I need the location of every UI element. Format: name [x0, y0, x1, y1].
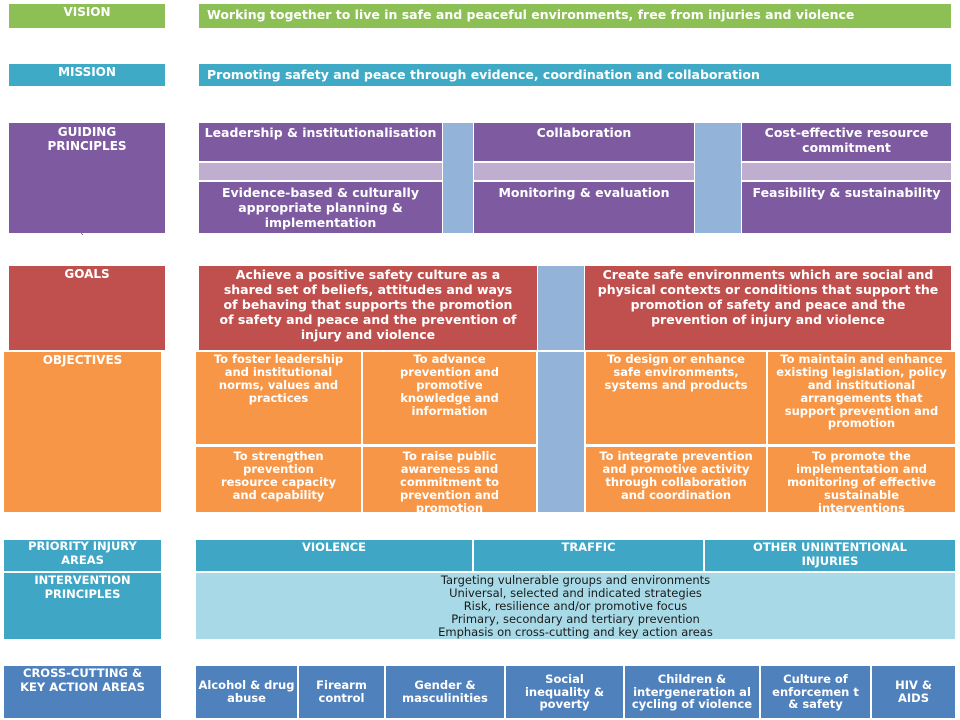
objective-design-environments: To design or enhance safe environments, … — [586, 352, 766, 444]
principle-monitoring: Monitoring & evaluation — [474, 182, 694, 233]
intervention-line: Universal, selected and indicated strate… — [449, 586, 702, 600]
stray-mark: ` — [80, 233, 85, 244]
action-area-firearm: Firearm control — [299, 666, 384, 718]
principle-separator — [695, 123, 741, 233]
guiding-principles-label: GUIDING PRINCIPLES — [9, 123, 165, 233]
goals-label: GOALS — [9, 266, 165, 350]
action-area-culture-enforcement: Culture of enforcemen t & safety — [761, 666, 870, 718]
objective-integrate-prevention: To integrate prevention and promotive ac… — [586, 447, 766, 512]
objective-raise-awareness: To raise public awareness and commitment… — [363, 447, 536, 512]
vision-statement: Working together to live in safe and pea… — [199, 4, 951, 28]
intervention-line: Emphasis on cross-cutting and key action… — [438, 625, 713, 639]
action-area-gender: Gender & masculinities — [386, 666, 504, 718]
mission-statement: Promoting safety and peace through evide… — [199, 64, 951, 86]
mission-label: MISSION — [9, 64, 165, 86]
principle-collaboration: Collaboration — [474, 123, 694, 161]
principle-separator — [443, 123, 473, 233]
objective-separator — [538, 352, 584, 512]
action-area-social-inequality: Social inequality & poverty — [506, 666, 623, 718]
principle-leadership: Leadership & institutionalisation — [199, 123, 442, 161]
principle-divider — [199, 163, 442, 180]
objective-advance-prevention: To advance prevention and promotive know… — [363, 352, 536, 444]
goal-separator — [538, 266, 584, 350]
intervention-line: Primary, secondary and tertiary preventi… — [451, 612, 700, 626]
intervention-principles-list: Targeting vulnerable groups and environm… — [196, 573, 955, 639]
priority-violence: VIOLENCE — [196, 540, 472, 571]
action-area-children: Children & intergeneration al cycling of… — [625, 666, 759, 718]
goal-safety-culture: Achieve a positive safety culture as a s… — [199, 266, 537, 350]
priority-other-unintentional: OTHER UNINTENTIONAL INJURIES — [705, 540, 955, 571]
priority-label: PRIORITY INJURY AREAS — [4, 540, 161, 571]
action-area-hiv-aids: HIV & AIDS — [872, 666, 955, 718]
intervention-line: Targeting vulnerable groups and environm… — [440, 573, 711, 587]
objective-promote-implementation: To promote the implementation and monito… — [768, 447, 955, 512]
crosscutting-label: CROSS-CUTTING & KEY ACTION AREAS — [4, 666, 161, 718]
objective-foster-leadership: To foster leadership and institutional n… — [196, 352, 361, 444]
objective-maintain-legislation: To maintain and enhance existing legisla… — [768, 352, 955, 444]
principle-evidence-based: Evidence-based & culturally appropriate … — [199, 182, 442, 233]
vision-label: VISION — [9, 4, 165, 28]
goal-safe-environments: Create safe environments which are socia… — [585, 266, 951, 350]
principle-feasibility: Feasibility & sustainability — [742, 182, 951, 233]
principle-divider — [474, 163, 694, 180]
objectives-label: OBJECTIVES — [4, 352, 161, 512]
intervention-line: Risk, resilience and/or promotive focus — [463, 599, 688, 613]
objective-strengthen-capacity: To strengthen prevention resource capaci… — [196, 447, 361, 512]
intervention-label: INTERVENTION PRINCIPLES — [4, 573, 161, 639]
priority-traffic: TRAFFIC — [474, 540, 703, 571]
principle-divider — [742, 163, 951, 180]
action-area-alcohol: Alcohol & drug abuse — [196, 666, 297, 718]
principle-cost-effective: Cost-effective resource commitment — [742, 123, 951, 161]
